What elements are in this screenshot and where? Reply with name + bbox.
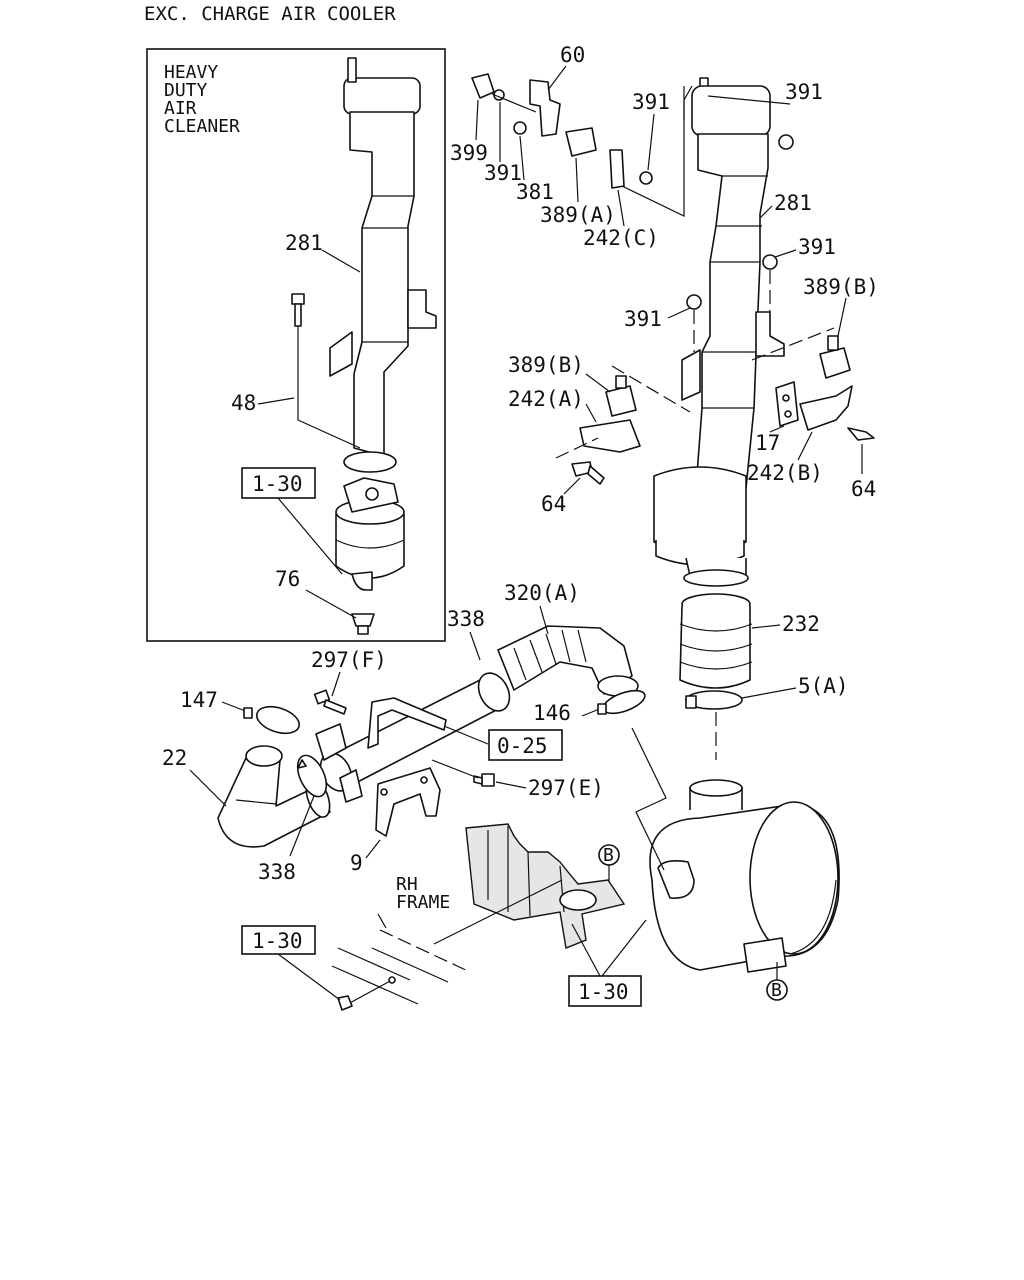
nut-391-right — [639, 171, 653, 185]
main-intake-duct — [681, 77, 785, 489]
bracket-60 — [529, 79, 561, 137]
callout-60: 60 — [560, 43, 585, 67]
callout-338-bottom: 338 — [258, 860, 296, 884]
washer-381 — [513, 121, 527, 135]
inset-intake-duct — [329, 57, 437, 457]
left-mount-group — [555, 375, 641, 485]
inset-drain-valve — [351, 613, 375, 635]
bellows-hose-232 — [679, 593, 753, 689]
inset-label-line-4: CLEANER — [164, 116, 240, 137]
callout-320a: 320(A) — [504, 581, 580, 605]
callout-389b-left: 389(B) — [508, 353, 584, 377]
main-air-cleaner-housing — [653, 466, 749, 587]
inset-air-cleaner-body — [335, 477, 405, 591]
callout-147: 147 — [180, 688, 218, 712]
frame-note-line-1: RH — [396, 874, 418, 895]
callout-391-e: 391 — [624, 307, 662, 331]
nut-391-top-right — [778, 134, 794, 150]
callout-5a: 5(A) — [798, 674, 849, 698]
clamp-146 — [597, 689, 646, 715]
callout-391-c: 391 — [785, 80, 823, 104]
ref-box-1-30-inset — [241, 467, 316, 499]
bolt-297e — [473, 773, 495, 787]
inset-duct-clamp — [343, 451, 397, 473]
callout-146: 146 — [533, 701, 571, 725]
mount-389a — [565, 127, 597, 157]
diagram-title: EXC. CHARGE AIR COOLER — [144, 3, 396, 25]
intake-pipe — [315, 672, 511, 803]
upper-bracket-group — [471, 73, 685, 217]
callout-9: 9 — [350, 851, 363, 875]
frame-bracket — [465, 823, 626, 949]
nut-391-left — [686, 294, 702, 310]
callout-48: 48 — [231, 391, 256, 415]
inset-label-line-1: HEAVY — [164, 62, 218, 83]
inset-panel: HEAVY DUTY AIR CLEANER — [146, 48, 446, 642]
callout-297e: 297(E) — [528, 776, 604, 800]
callout-76: 76 — [275, 567, 300, 591]
callout-281-inset: 281 — [285, 231, 323, 255]
callout-242c: 242(C) — [583, 226, 659, 250]
nut-frame — [337, 995, 353, 1011]
inset-bolt-48 — [291, 293, 305, 327]
coupling-338-lower — [296, 754, 328, 798]
leader-146-to-cleaner — [631, 727, 667, 871]
ref-label-1-30-left: 1-30 — [252, 929, 303, 953]
bracket-9 — [375, 767, 441, 837]
clamp-5a — [685, 690, 743, 710]
callout-22: 22 — [162, 746, 187, 770]
main-air-cleaner — [649, 779, 840, 973]
ref-box-1-30-bottom — [568, 975, 642, 1007]
cap-nut-399 — [471, 73, 495, 99]
ref-label-1-30-inset: 1-30 — [252, 472, 303, 496]
callout-391-upper: 391 — [484, 161, 522, 185]
marker-b-lower-label: B — [771, 980, 782, 1001]
rh-frame-lines — [331, 879, 563, 1005]
inset-label-line-3: AIR — [164, 98, 197, 119]
callout-232: 232 — [782, 612, 820, 636]
ref-label-1-30-bottom: 1-30 — [578, 980, 629, 1004]
nut-391-mid — [762, 254, 778, 270]
bracket-242c — [609, 149, 625, 189]
bolt-297f — [313, 689, 347, 715]
frame-note-line-2: FRAME — [396, 892, 450, 913]
callout-391-b: 391 — [632, 90, 670, 114]
clamp-147 — [243, 705, 301, 735]
callout-64-right: 64 — [851, 477, 876, 501]
callout-281-main: 281 — [774, 191, 812, 215]
callout-389a: 389(A) — [540, 203, 616, 227]
callout-391-d: 391 — [798, 235, 836, 259]
marker-b-upper-label: B — [603, 845, 614, 866]
callout-242a: 242(A) — [508, 387, 584, 411]
ref-label-0-25: 0-25 — [497, 734, 548, 758]
callout-381: 381 — [516, 180, 554, 204]
right-mount-group — [611, 327, 875, 441]
callout-17: 17 — [755, 431, 780, 455]
callout-389b-right: 389(B) — [803, 275, 879, 299]
callout-338-top: 338 — [447, 607, 485, 631]
callout-64-left: 64 — [541, 492, 566, 516]
elbow-hose-320a — [497, 625, 639, 697]
ref-box-0-25 — [488, 729, 563, 761]
callout-297f: 297(F) — [311, 648, 387, 672]
callout-399: 399 — [450, 141, 488, 165]
inset-label-line-2: DUTY — [164, 80, 208, 101]
callout-242b: 242(B) — [747, 461, 823, 485]
